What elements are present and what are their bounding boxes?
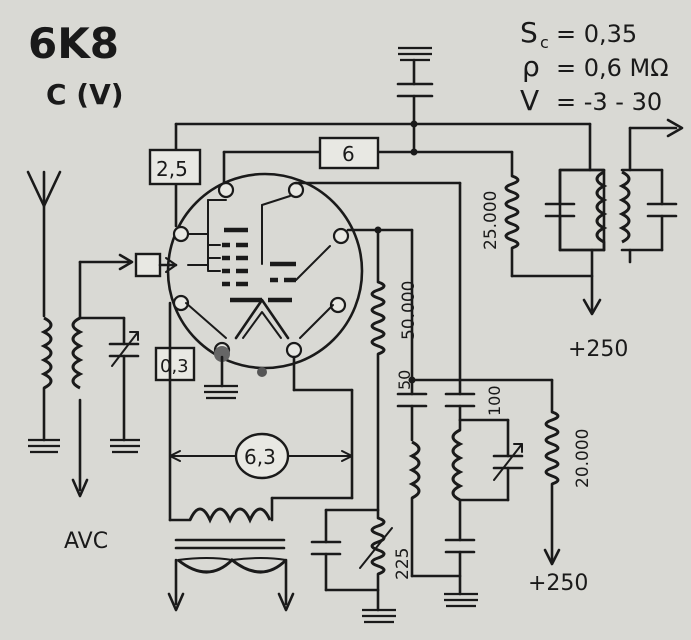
top-wiring [174,58,592,396]
tube-name: 6K8 [28,19,119,68]
osc-voltage-box: 0,3 [154,346,196,382]
mixer-supply-label: +250 [568,337,628,362]
grid-coupling-cap: 50 [376,228,428,442]
osc-anode-label: 20.000 [573,429,593,488]
osc-grid-label: 50.000 [399,281,419,340]
spec-v-value: = -3 - 30 [556,88,662,116]
antenna-icon [26,170,62,318]
spec-rho-value: = 0,6 MΩ [556,54,669,82]
osc-anode-resistor: 20.000 [408,376,593,566]
heater-voltage-value: 6,3 [244,445,276,469]
osc-coils: 100 [408,385,524,596]
tube-envelope [134,172,364,377]
ground-icon [28,46,478,624]
anode-load-label: 25.000 [481,191,501,250]
agc-label: AVC [64,529,108,554]
osc-supply-label: +250 [528,571,588,596]
screen-voltage-box: 2,5 [148,148,202,186]
tube-electrodes [185,195,334,340]
anode-voltage-value: 6 [342,142,355,166]
tuning-cap-label: 100 [485,385,504,416]
anode-voltage-box: 6 [318,136,380,170]
spec-sc-symbol: S [520,16,538,49]
tube-base: C (V) [46,78,124,111]
if-transformer [544,118,684,316]
osc-voltage-value: 0,3 [160,356,189,377]
cathode-network: 225 [310,508,413,612]
grid-cap-label: 50 [395,370,414,390]
input-transformer [40,253,140,498]
screen-voltage-value: 2,5 [156,157,188,181]
spec-rho-symbol: ρ [522,50,540,83]
spec-v-symbol: V [520,84,539,117]
osc-grid-resistor: 50.000 [346,226,419,520]
anode-load-resistor: 25.000 [481,150,594,278]
cathode-resistor-label: 225 [393,548,413,580]
spec-sc-sub: c [540,33,549,52]
spec-sc-value: = 0,35 [556,20,637,48]
heater-circuit: 6,3 [167,301,354,612]
spec-sc: S c = 0,35 [520,16,637,52]
spec-v: V = -3 - 30 [520,84,662,117]
spec-rho: ρ = 0,6 MΩ [522,50,669,83]
